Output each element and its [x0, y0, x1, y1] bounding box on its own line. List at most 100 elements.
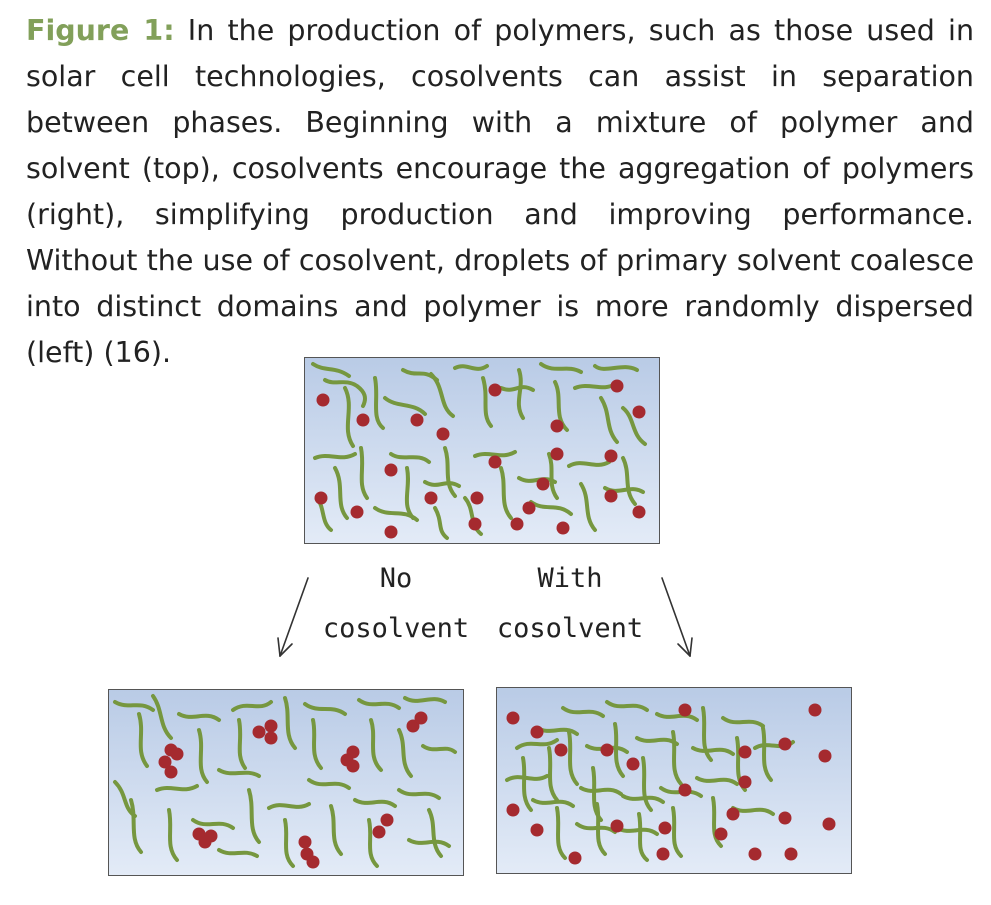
solvent-droplet — [471, 492, 484, 505]
polymer-chain — [391, 454, 429, 462]
label-with-cosolvent: With cosolvent — [492, 554, 648, 654]
polymer-chain — [423, 746, 455, 752]
panel-no-cosolvent-svg — [109, 690, 462, 874]
solvent-droplet — [809, 704, 822, 717]
polymer-chain — [405, 698, 445, 702]
polymer-chain — [519, 370, 523, 418]
solvent-droplet — [253, 726, 266, 739]
polymer-chain — [673, 732, 681, 784]
solvent-droplet — [739, 746, 752, 759]
polymer-chain — [693, 748, 733, 754]
solvent-droplet — [385, 464, 398, 477]
solvent-droplet — [739, 776, 752, 789]
polymer-chain — [305, 704, 345, 714]
polymer-chain — [115, 702, 153, 710]
solvent-droplet — [611, 820, 624, 833]
solvent-droplet — [715, 828, 728, 841]
polymer-chain — [549, 454, 557, 498]
polymer-chain — [533, 800, 573, 806]
label-with-cosolvent-line1: With — [492, 554, 648, 604]
solvent-droplet — [569, 852, 582, 865]
solvent-droplet — [307, 856, 320, 869]
solvent-droplet — [679, 704, 692, 717]
solvent-droplet — [749, 848, 762, 861]
polymer-chain — [549, 748, 557, 800]
polymer-chain — [193, 820, 233, 828]
polymer-chain — [313, 720, 321, 768]
polymer-chain — [569, 462, 609, 466]
solvent-droplet — [523, 502, 536, 515]
polymer-chain — [219, 850, 257, 856]
polymer-chain — [399, 730, 411, 776]
polymer-chain — [429, 810, 441, 856]
figure-label: Figure 1: — [26, 14, 175, 47]
polymer-chain — [501, 468, 511, 518]
solvent-droplet — [601, 744, 614, 757]
polymer-chain — [335, 468, 347, 518]
solvent-droplet — [357, 414, 370, 427]
polymer-chain — [483, 378, 491, 426]
solvent-droplet — [507, 712, 520, 725]
polymer-chain — [309, 780, 349, 788]
solvent-droplet — [347, 760, 360, 773]
solvent-droplet — [551, 420, 564, 433]
solvent-droplet — [489, 456, 502, 469]
polymer-chain — [431, 374, 453, 416]
polymer-chain — [517, 740, 557, 748]
solvent-droplet — [779, 738, 792, 751]
polymer-chain — [131, 800, 141, 852]
polymer-chain — [575, 384, 615, 388]
polymer-chain — [673, 808, 681, 856]
solvent-droplet — [415, 712, 428, 725]
panel-initial-mixture — [304, 357, 660, 544]
solvent-droplet — [819, 750, 832, 763]
polymer-chain — [455, 366, 487, 369]
polymer-chain — [285, 820, 293, 866]
solvent-droplet — [385, 526, 398, 539]
label-no-cosolvent-line1: No — [298, 554, 494, 604]
polymer-chain — [157, 786, 197, 790]
polymer-chain — [407, 468, 413, 518]
polymer-chain — [637, 738, 677, 744]
polymer-chain — [581, 788, 621, 794]
solvent-droplet — [727, 808, 740, 821]
solvent-droplet — [557, 522, 570, 535]
polymer-chain — [595, 366, 637, 370]
solvent-droplet — [351, 506, 364, 519]
solvent-droplet — [411, 414, 424, 427]
polymer-chain — [355, 800, 395, 806]
panel-no-cosolvent — [108, 689, 464, 876]
solvent-droplet — [199, 836, 212, 849]
label-no-cosolvent-line2: cosolvent — [298, 604, 494, 654]
polymer-chain — [345, 388, 353, 446]
polymer-chain — [531, 502, 571, 514]
solvent-droplet — [511, 518, 524, 531]
solvent-droplet — [299, 836, 312, 849]
solvent-droplet — [265, 732, 278, 745]
label-no-cosolvent: No cosolvent — [298, 554, 494, 654]
polymer-chain — [623, 458, 635, 504]
panel-with-cosolvent-svg — [497, 688, 850, 872]
solvent-droplet — [531, 726, 544, 739]
solvent-droplet — [679, 784, 692, 797]
polymer-chain — [581, 484, 595, 530]
solvent-droplet — [531, 824, 544, 837]
polymer-chain — [199, 730, 207, 782]
solvent-droplet — [315, 492, 328, 505]
polymer-chain — [375, 378, 383, 428]
solvent-droplet — [633, 506, 646, 519]
solvent-droplet — [659, 822, 672, 835]
solvent-droplet — [469, 518, 482, 531]
polymer-chain — [643, 758, 651, 810]
solvent-droplet — [785, 848, 798, 861]
arrow-right — [658, 574, 698, 664]
polymer-chain — [385, 398, 425, 414]
polymer-chain — [601, 398, 617, 442]
polymer-chain — [623, 796, 663, 802]
solvent-droplet — [165, 766, 178, 779]
polymer-chain — [501, 387, 533, 390]
polymer-chain — [541, 364, 581, 372]
polymer-chain — [435, 508, 447, 538]
panel-with-cosolvent — [496, 687, 852, 874]
polymer-chain — [723, 718, 763, 726]
